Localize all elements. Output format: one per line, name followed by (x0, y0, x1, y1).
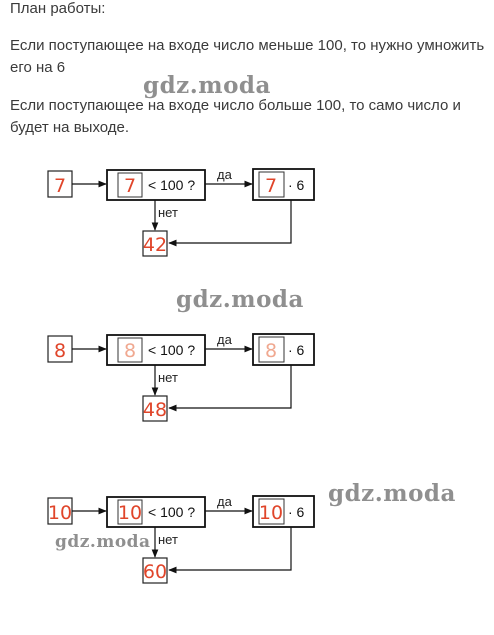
multiply-input-box (258, 171, 285, 198)
multiply-input-box (258, 498, 285, 525)
arrow-return (168, 527, 292, 574)
condition-input-value: 7 (124, 175, 136, 197)
input-value: 7 (54, 175, 66, 197)
arrow-return (168, 365, 292, 412)
output-box (142, 230, 168, 257)
yes-label: да (217, 494, 233, 509)
condition-input-box (117, 499, 143, 525)
multiply-label: · 6 (288, 342, 305, 358)
output-value: 42 (143, 234, 167, 256)
output-value: 48 (143, 399, 167, 421)
input-box (47, 497, 73, 525)
no-label: нет (158, 205, 178, 220)
multiply-input-value: 10 (259, 502, 283, 524)
multiply-input-value: 8 (265, 340, 277, 362)
rule-greater-than-100: Если поступающее на входе число больше 1… (10, 97, 461, 136)
watermark: gdz.moda (176, 286, 304, 313)
watermark: gdz.moda (143, 72, 271, 99)
condition-label: < 100 ? (148, 342, 195, 358)
condition-input-value: 8 (124, 340, 136, 362)
input-box (47, 335, 73, 363)
multiply-label: · 6 (288, 177, 305, 193)
yes-label: да (217, 332, 233, 347)
condition-label: < 100 ? (148, 177, 195, 193)
no-label: нет (158, 532, 178, 547)
plan-title: План работы: (10, 0, 106, 17)
condition-input-box (117, 172, 143, 198)
condition-label: < 100 ? (148, 504, 195, 520)
multiply-input-box (258, 336, 285, 363)
output-box (142, 395, 168, 422)
yes-label: да (217, 167, 233, 182)
watermark: gdz.moda (55, 532, 151, 552)
condition-input-value: 10 (118, 502, 142, 524)
input-box (47, 170, 73, 198)
watermark: gdz.moda (328, 480, 456, 507)
output-value: 60 (143, 561, 167, 583)
multiply-input-value: 7 (265, 175, 277, 197)
arrow-return (168, 200, 292, 247)
input-value: 8 (54, 340, 66, 362)
rule-less-than-100: Если поступающее на входе число меньше 1… (10, 37, 485, 76)
no-label: нет (158, 370, 178, 385)
output-box (142, 557, 168, 584)
condition-input-box (117, 337, 143, 363)
multiply-label: · 6 (288, 504, 305, 520)
input-value: 10 (48, 502, 72, 524)
